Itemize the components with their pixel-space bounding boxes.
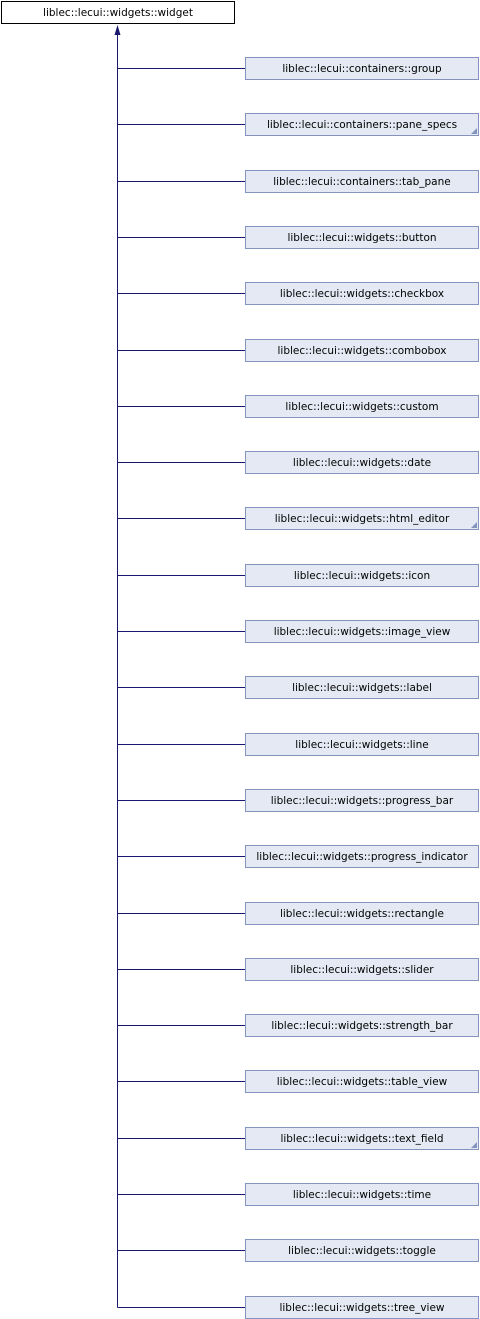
derived-class-node[interactable]: liblec::lecui::widgets::progress_bar [245,789,479,812]
derived-class-node[interactable]: liblec::lecui::widgets::slider [245,958,479,981]
derived-class-node[interactable]: liblec::lecui::containers::group [245,57,479,80]
derived-class-node[interactable]: liblec::lecui::containers::tab_pane [245,170,479,193]
derived-class-node[interactable]: liblec::lecui::widgets::toggle [245,1239,479,1262]
derived-class-node[interactable]: liblec::lecui::widgets::rectangle [245,902,479,925]
derived-class-node[interactable]: liblec::lecui::widgets::image_view [245,620,479,643]
derived-class-node[interactable]: liblec::lecui::widgets::line [245,733,479,756]
base-class-node[interactable]: liblec::lecui::widgets::widget [1,1,235,24]
derived-class-node[interactable]: liblec::lecui::widgets::date [245,451,479,474]
inheritance-arrowhead [114,25,121,35]
derived-class-node[interactable]: liblec::lecui::widgets::table_view [245,1070,479,1093]
derived-class-node[interactable]: liblec::lecui::widgets::combobox [245,339,479,362]
derived-class-node[interactable]: liblec::lecui::widgets::tree_view [245,1296,479,1319]
derived-class-node[interactable]: liblec::lecui::widgets::button [245,226,479,249]
derived-class-node[interactable]: liblec::lecui::widgets::progress_indicat… [245,845,479,868]
derived-class-node[interactable]: liblec::lecui::widgets::html_editor [245,507,479,530]
derived-class-node[interactable]: liblec::lecui::widgets::time [245,1183,479,1206]
derived-class-node[interactable]: liblec::lecui::widgets::icon [245,564,479,587]
derived-class-node[interactable]: liblec::lecui::widgets::checkbox [245,282,479,305]
derived-class-node[interactable]: liblec::lecui::widgets::text_field [245,1127,479,1150]
derived-class-node[interactable]: liblec::lecui::widgets::strength_bar [245,1014,479,1037]
derived-class-node[interactable]: liblec::lecui::widgets::custom [245,395,479,418]
derived-class-node[interactable]: liblec::lecui::widgets::label [245,676,479,699]
derived-class-node[interactable]: liblec::lecui::containers::pane_specs [245,113,479,136]
